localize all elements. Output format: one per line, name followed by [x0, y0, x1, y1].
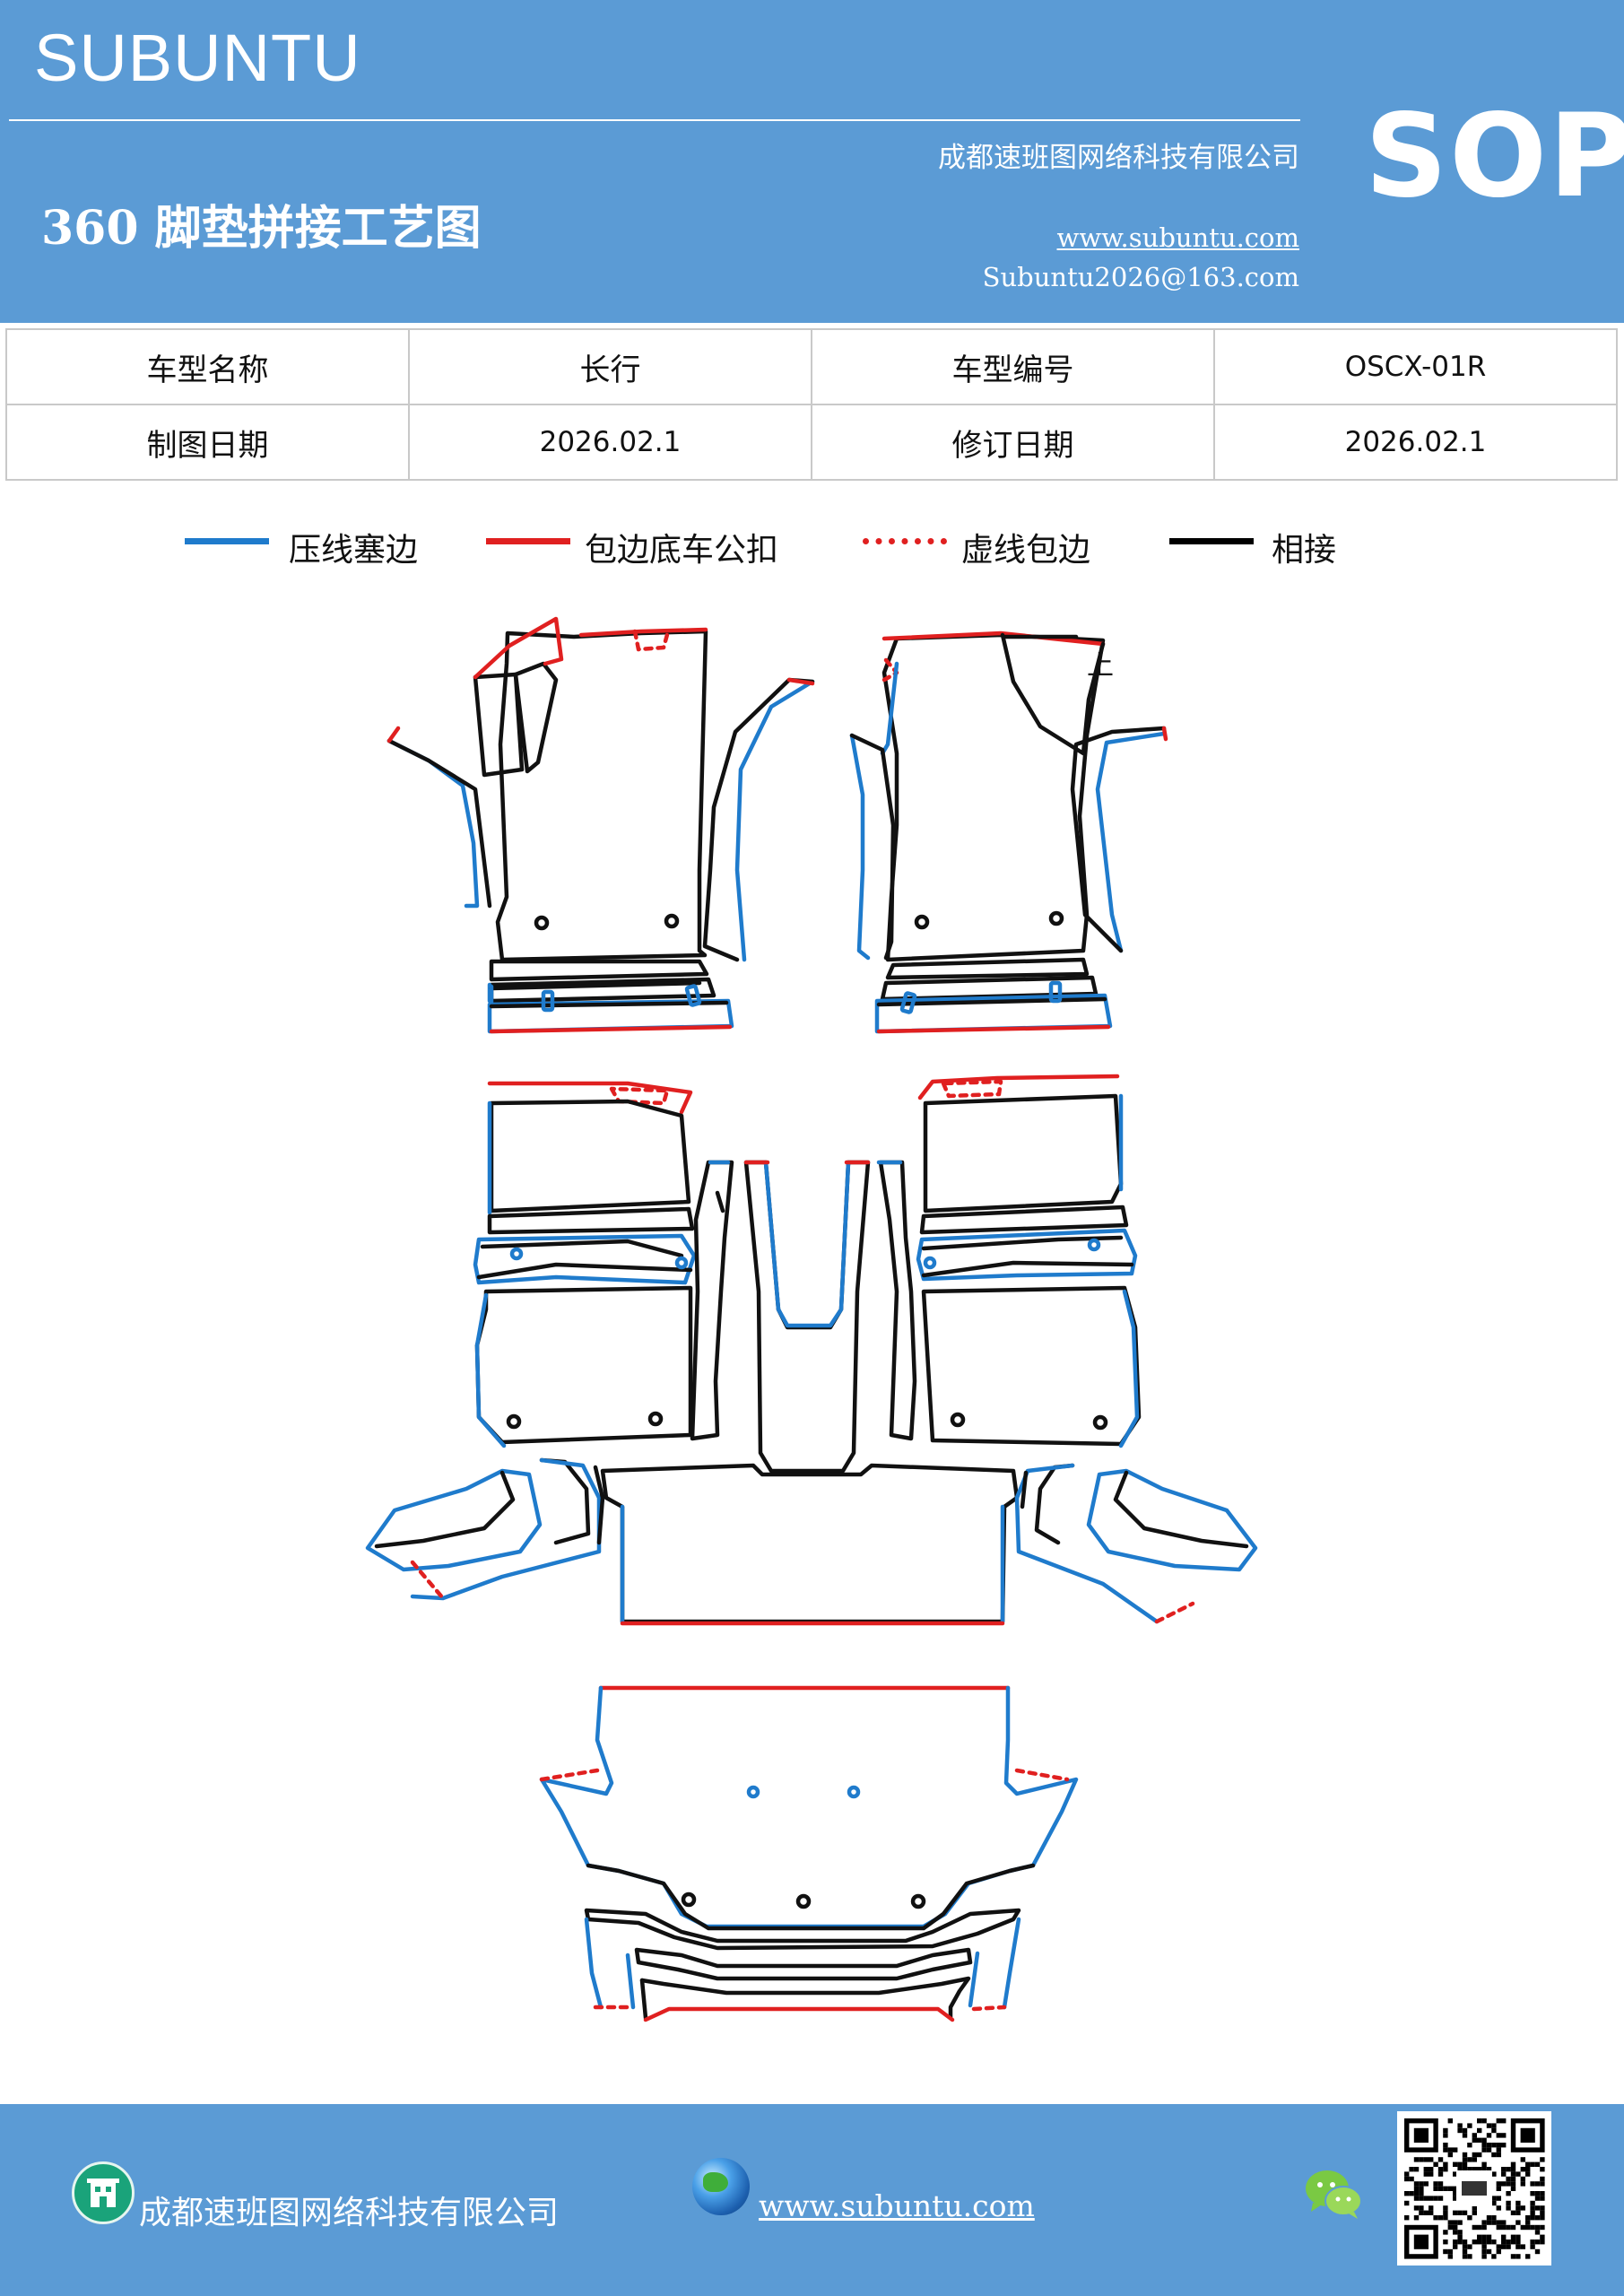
info-label-cell: 修订日期: [811, 404, 1215, 481]
front-right-mat: [849, 631, 1168, 1034]
info-value-cell: OSCX-01R: [1213, 328, 1618, 405]
info-value-cell: 2026.02.1: [408, 404, 812, 481]
header-banner: SUBUNTU 成都速班图网络科技有限公司 360 脚垫拼接工艺图 www.su…: [0, 0, 1624, 323]
legend-label: 相接: [1272, 532, 1337, 569]
rear-right-mat: [916, 1074, 1142, 1448]
info-label-cell: 制图日期: [5, 404, 410, 481]
document-title: 360 脚垫拼接工艺图: [41, 201, 482, 256]
info-label-cell: 车型名称: [5, 328, 410, 405]
trunk-mat: [539, 1685, 1079, 2022]
info-value-cell: 2026.02.1: [1213, 404, 1618, 481]
brand-name: SUBUNTU: [34, 21, 361, 95]
floor-mat-svg: 上: [365, 616, 1258, 2022]
legend-swatch: [185, 538, 269, 544]
info-label-cell: 长行: [408, 328, 812, 405]
qr-code-pattern: [1404, 2118, 1545, 2259]
footer-company-name: 成都速班图网络科技有限公司: [139, 2195, 560, 2231]
building-icon: [72, 2161, 135, 2224]
second-row-floor-mat: [365, 1457, 1258, 1626]
sop-badge: SOP: [1365, 90, 1624, 223]
legend-label: 虚线包边: [961, 532, 1091, 569]
legend-swatch: [863, 538, 947, 544]
header-company-name: 成都速班图网络科技有限公司: [938, 142, 1299, 174]
front-left-mat: [386, 616, 815, 1034]
rear-left-mat: [473, 1081, 734, 1448]
legend-label: 包边底车公扣: [585, 532, 779, 569]
footer-banner: 成都速班图网络科技有限公司 www.subuntu.com: [0, 2104, 1624, 2296]
center-tunnel-mat: [743, 1160, 917, 1474]
legend-swatch: [1169, 538, 1254, 544]
header-email: Subuntu2026@163.com: [982, 262, 1299, 292]
legend-swatch: [486, 538, 570, 544]
globe-icon: [692, 2158, 750, 2215]
header-divider: [9, 119, 1300, 121]
floor-mat-diagram: 上: [0, 574, 1624, 2072]
wechat-icon[interactable]: [1304, 2167, 1363, 2221]
info-label-cell: 车型编号: [811, 328, 1215, 405]
legend-label: 压线塞边: [289, 532, 419, 569]
header-website-link[interactable]: www.subuntu.com: [1056, 222, 1299, 253]
qr-code: [1397, 2111, 1551, 2266]
legend: 压线塞边 包边底车公扣 虚线包边 相接: [0, 520, 1624, 574]
footer-website-link[interactable]: www.subuntu.com: [759, 2188, 1035, 2223]
top-direction-mark: 上: [1087, 650, 1114, 682]
